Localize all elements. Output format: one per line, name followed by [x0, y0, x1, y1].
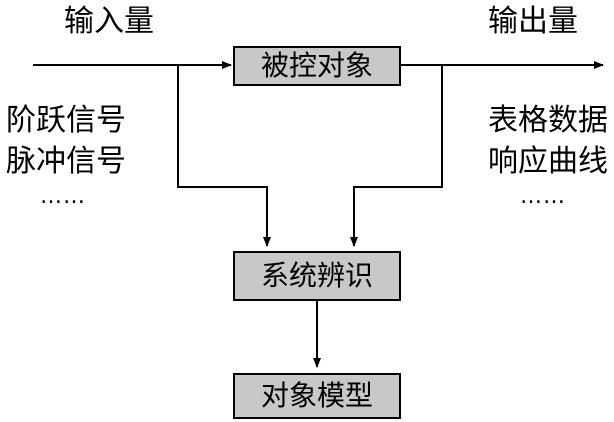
input-examples-ellipsis: …… [40, 184, 86, 209]
output-examples-ellipsis: …… [520, 184, 566, 209]
input-label: 输入量 [64, 4, 154, 39]
identification-box: 系统辨识 [233, 251, 401, 301]
model-box: 对象模型 [233, 373, 401, 419]
output-label: 输出量 [488, 4, 578, 39]
output-branch-arrow [350, 65, 443, 247]
input-branch-arrow [177, 65, 271, 247]
input-example-pulse: 脉冲信号 [6, 144, 126, 179]
output-example-curve: 响应曲线 [488, 144, 608, 179]
output-example-table: 表格数据 [488, 103, 608, 138]
plant-box: 被控对象 [233, 46, 401, 86]
input-example-step: 阶跃信号 [6, 103, 126, 138]
